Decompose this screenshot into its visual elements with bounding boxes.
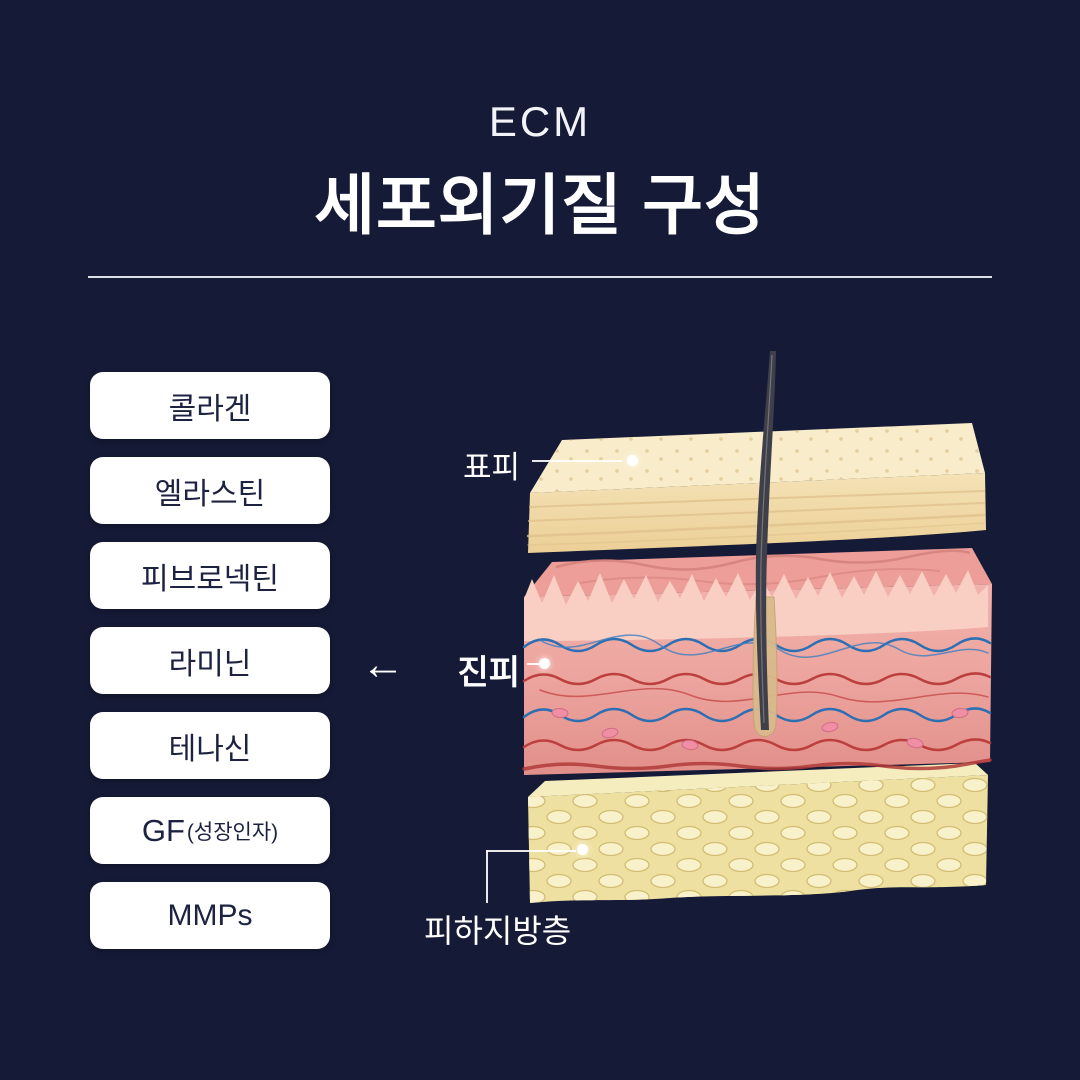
ecm-item-label: MMPs — [167, 898, 253, 932]
dermis-dot — [539, 658, 550, 669]
ecm-item-elastin: 엘라스틴 — [90, 457, 330, 524]
title-divider — [88, 276, 992, 278]
label-epidermis: 표피 — [462, 450, 520, 485]
dermis-leader-line — [527, 663, 539, 665]
ecm-item-label: 피브로넥틴 — [141, 562, 279, 596]
ecm-item-label: GF — [141, 812, 185, 848]
ecm-item-label: 엘라스틴 — [154, 477, 266, 511]
hair-highlight — [760, 354, 773, 724]
left-arrow-icon: ← — [361, 640, 405, 689]
page-title: 세포외기질 구성 — [314, 168, 766, 242]
ecm-item-fibronectin: 피브로넥틴 — [90, 542, 330, 609]
fat-layer — [528, 763, 988, 903]
ecm-item-growth-factor: GF (성장인자) — [90, 797, 330, 864]
label-subcutaneous-fat: 피하지방층 — [424, 913, 572, 949]
epidermis-leader-line — [532, 460, 622, 462]
dermis-cells — [551, 707, 969, 751]
ecm-item-label: 테나신 — [168, 732, 252, 766]
ecm-item-tenascin: 테나신 — [90, 712, 330, 779]
ecm-item-mmps: MMPs — [90, 882, 330, 949]
ecm-component-list: 콜라겐 엘라스틴 피브로넥틴 라미닌 테나신 GF (성장인자) MMPs — [90, 372, 330, 949]
epidermis-layer — [526, 423, 986, 553]
ecm-item-label: 콜라겐 — [168, 392, 252, 426]
fat-leader-line-horizontal — [486, 850, 576, 852]
epidermis-dot — [627, 455, 638, 466]
dermis-layer — [522, 548, 992, 775]
title-ecm: ECM — [488, 98, 592, 145]
skin-illustration — [522, 351, 992, 903]
ecm-item-laminin: 라미닌 — [90, 627, 330, 694]
fat-dot — [577, 844, 588, 855]
ecm-item-collagen: 콜라겐 — [90, 372, 330, 439]
ecm-item-sublabel: (성장인자) — [186, 820, 279, 844]
ecm-item-label: 라미닌 — [168, 647, 252, 681]
fat-leader-line-vertical — [486, 850, 488, 903]
label-dermis: 진피 — [457, 654, 520, 692]
